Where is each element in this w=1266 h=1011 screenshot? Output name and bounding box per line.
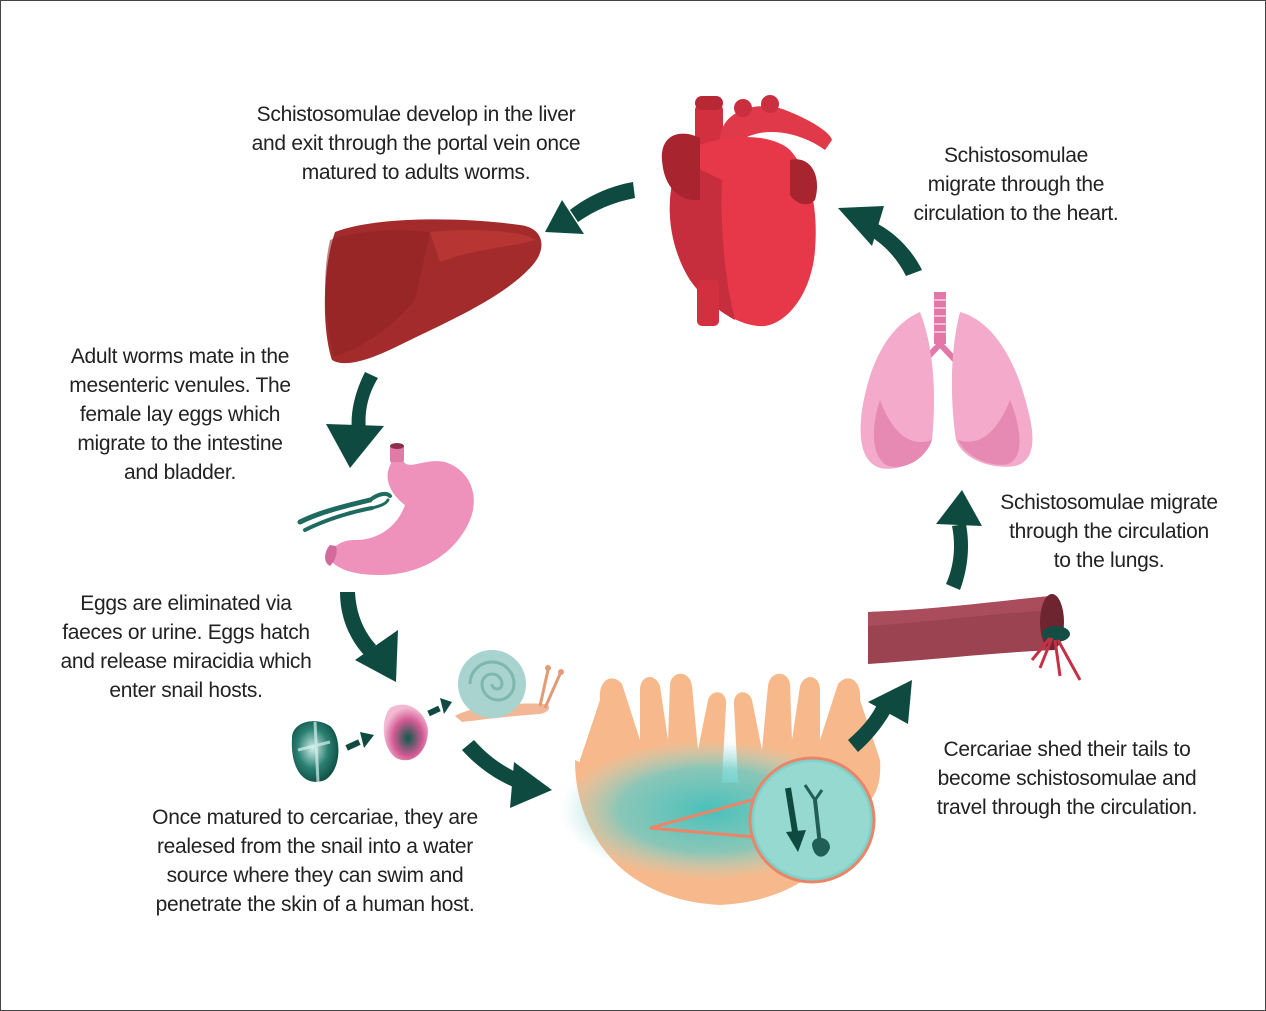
miracidium-icon [292,721,339,782]
heart-icon [662,95,832,326]
arrow-small-2 [427,698,452,716]
arrow-vessel-to-lungs [936,490,982,590]
arrow-snail-to-hands [462,740,552,808]
snail-icon [455,650,564,722]
caption-snail: Once matured to cercariae, they are real… [140,803,490,919]
caption-lungs: Schistosomulae migrate through the circu… [990,488,1228,575]
caption-liver: Schistosomulae develop in the liver and … [238,100,594,187]
hands-water-icon [560,674,880,905]
blood-vessel-icon [868,594,1080,680]
arrow-heart-to-liver [545,182,635,234]
caption-heart: Schistosomulae migrate through the circu… [900,141,1132,228]
arrow-liver-to-stomach [326,372,384,468]
egg-icon [384,705,428,761]
lungs-icon [861,292,1033,469]
arrow-stomach-to-eggs [340,592,398,682]
caption-cercariae: Cercariae shed their tails to become sch… [922,735,1212,822]
caption-worms: Adult worms mate in the mesenteric venul… [55,342,305,487]
arrow-small-1 [345,732,374,751]
caption-eggs: Eggs are eliminated via faeces or urine.… [50,589,322,705]
liver-icon [325,219,542,363]
worm-icon [300,494,390,530]
